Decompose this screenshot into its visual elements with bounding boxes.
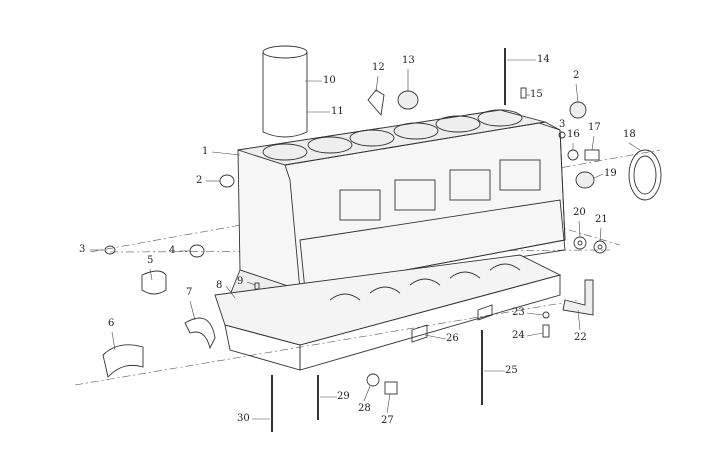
callout-20: 20	[573, 207, 586, 218]
callout-17: 17	[588, 122, 601, 133]
callout-3: 3	[79, 244, 86, 255]
callout-16: 16	[567, 129, 580, 140]
small-parts	[102, 48, 662, 432]
cylinder-bores	[262, 109, 523, 161]
callout-27: 27	[381, 415, 394, 426]
callout-3: 3	[559, 119, 566, 130]
callout-26: 26	[446, 333, 459, 344]
callout-7: 7	[186, 287, 193, 298]
callout-5: 5	[147, 255, 154, 266]
callout-18: 18	[623, 129, 636, 140]
callout-14: 14	[537, 54, 550, 65]
callout-22: 22	[574, 332, 587, 343]
callout-24: 24	[512, 330, 525, 341]
callout-11: 11	[331, 106, 344, 117]
cylinder-block	[214, 109, 566, 371]
callout-6: 6	[108, 318, 115, 329]
block-windows	[339, 159, 541, 221]
callout-12: 12	[372, 62, 385, 73]
callout-30: 30	[237, 413, 250, 424]
callout-9: 9	[237, 276, 244, 287]
callout-8: 8	[216, 280, 223, 291]
callout-21: 21	[595, 214, 608, 225]
callout-23: 23	[512, 307, 525, 318]
callout-29: 29	[337, 391, 350, 402]
callout-4: 4	[169, 245, 176, 256]
callout-1: 1	[202, 146, 209, 157]
callout-28: 28	[358, 403, 371, 414]
leader-lines	[90, 59, 641, 420]
callout-10: 10	[323, 75, 336, 86]
callout-2: 2	[573, 70, 580, 81]
callout-2: 2	[196, 175, 203, 186]
callout-19: 19	[604, 168, 617, 179]
callout-15: 15	[530, 89, 543, 100]
callout-13: 13	[402, 55, 415, 66]
main-bearing-caps	[329, 263, 521, 301]
cylinder-liner	[262, 45, 308, 138]
callout-25: 25	[505, 365, 518, 376]
